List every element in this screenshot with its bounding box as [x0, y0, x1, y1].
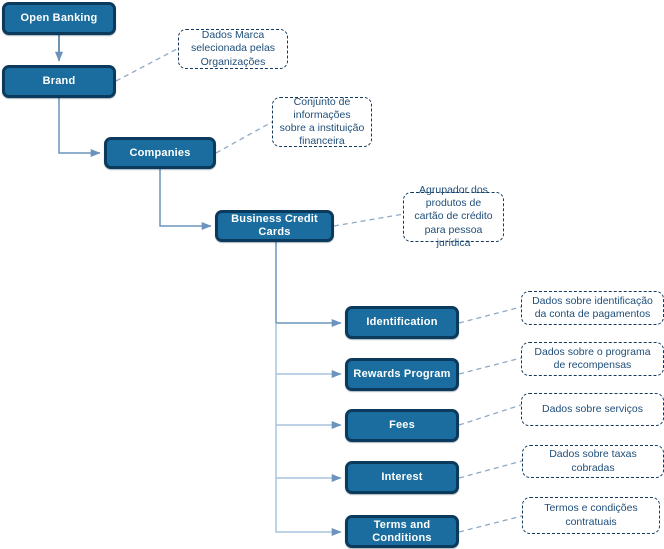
node-interest[interactable]: Interest: [345, 461, 459, 494]
node-fees[interactable]: Fees: [345, 409, 459, 442]
node-brand[interactable]: Brand: [2, 65, 116, 98]
edge-bcc-to-rewards-program: [275, 323, 342, 379]
node-companies[interactable]: Companies: [104, 137, 216, 169]
note-business-credit-cards: Agrupador dos produtos de cartão de créd…: [403, 184, 504, 249]
edge-bcc-to-interest: [275, 425, 342, 483]
leader-companies-note: [215, 121, 273, 154]
edge-bcc-to-identification: [275, 242, 342, 328]
node-terms-and-conditions[interactable]: Terms and Conditions: [345, 515, 459, 548]
leader-brand-note: [115, 48, 178, 82]
note-interest: Dados sobre taxas cobradas: [522, 445, 664, 478]
node-identification[interactable]: Identification: [345, 306, 459, 339]
leader-fees-note: [458, 404, 522, 426]
leader-identification-note: [458, 306, 522, 324]
note-terms: Termos e condições contratuais: [522, 497, 660, 534]
note-rewards-program: Dados sobre o programa de recompensas: [521, 342, 664, 376]
edge-companies-to-business-credit-cards: [159, 169, 212, 231]
node-open-banking[interactable]: Open Banking: [2, 2, 116, 35]
edge-bcc-to-terms: [275, 478, 342, 537]
leader-terms-note: [458, 515, 523, 533]
leader-business-credit-cards-note: [333, 213, 405, 227]
edge-bcc-to-fees: [275, 374, 342, 430]
note-brand: Dados Marca selecionada pelas Organizaçõ…: [178, 29, 288, 69]
note-companies: Conjunto de informações sobre a institui…: [272, 96, 372, 147]
note-identification: Dados sobre identificação da conta de pa…: [521, 291, 664, 325]
node-business-credit-cards[interactable]: Business Credit Cards: [215, 210, 334, 242]
leader-rewards-program-note: [458, 357, 522, 375]
note-fees: Dados sobre serviços: [521, 393, 664, 426]
leader-interest-note: [458, 460, 523, 479]
edge-brand-to-companies: [58, 98, 101, 158]
node-rewards-program[interactable]: Rewards Program: [345, 358, 459, 391]
